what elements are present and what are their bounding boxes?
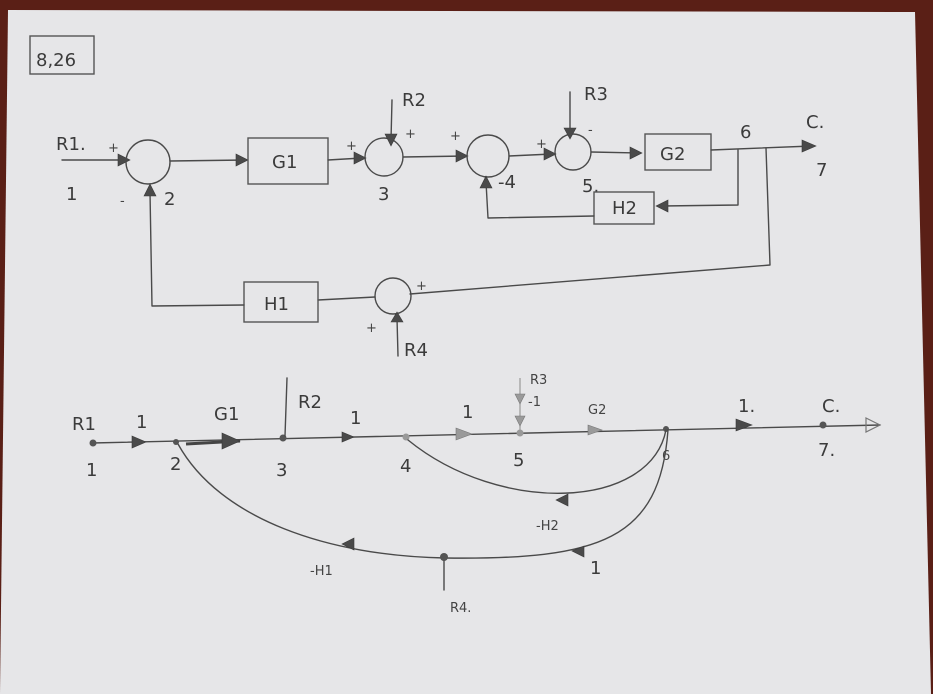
bd-sign-plus-1: +: [108, 141, 119, 156]
sfg-node-5: 5: [513, 450, 524, 471]
sfg-node-2: 2: [170, 454, 181, 475]
sfg-node-7: 7.: [818, 440, 835, 461]
sfg-node-1: 1: [86, 460, 97, 481]
sfg-arrow-r3: [514, 393, 526, 405]
sfg-arrow-45: [455, 427, 473, 441]
bd-input-r4: R4: [404, 340, 428, 361]
sfg-node-r4-dot: [440, 553, 448, 561]
sfg-gain-56: G2: [588, 403, 606, 418]
sfg-node-1-dot: [89, 439, 97, 447]
bd-block-h1: [243, 281, 319, 323]
bd-sign-plus-3a: +: [346, 139, 357, 154]
bd-block-h1-label: H1: [264, 294, 289, 315]
sfg-node-2-dot: [173, 439, 179, 445]
bd-summing-junction-1: [125, 139, 171, 185]
sfg-node-6: 6: [662, 449, 670, 464]
sfg-gain-64: -H2: [536, 519, 559, 534]
bd-block-h2: [593, 191, 655, 225]
block-diagram: R1. 1 + - 2 G1 + R2 + 3 + -4 +: [56, 84, 827, 361]
bd-input-r3: R3: [584, 84, 608, 105]
sfg-node-3: 3: [276, 460, 287, 481]
sfg-arrow-r3-2: [514, 415, 526, 427]
sfg-arrow-34: [341, 431, 355, 443]
sfg-arrow-56: [587, 424, 603, 436]
sfg-arrow-64: [555, 493, 569, 507]
sfg-node-4: 4: [400, 456, 411, 477]
bd-node-2: 2: [164, 189, 175, 210]
bd-input-r2: R2: [402, 90, 426, 111]
bd-block-g1: [247, 137, 329, 185]
bd-sign-plus-3b: +: [405, 127, 416, 142]
bd-input-r1: R1.: [56, 134, 86, 155]
bd-sign-plus-4: +: [450, 129, 461, 144]
sfg-gain-23: G1: [214, 404, 239, 425]
sfg-output-c: C.: [822, 396, 840, 417]
sfg-gain-r3: -1: [528, 395, 541, 410]
sfg-branch-64: [407, 429, 667, 494]
bd-node-4: -4: [498, 172, 516, 193]
sfg-input-r2: R2: [298, 392, 322, 413]
sfg-gain-45: 1: [462, 402, 473, 423]
sfg-gain-34: 1: [350, 408, 361, 429]
bd-node-1: 1: [66, 184, 77, 205]
paper-sheet: [0, 10, 931, 694]
bd-block-h2-label: H2: [612, 198, 637, 219]
bd-summing-junction-r4: [374, 277, 412, 315]
bd-node-3: 3: [378, 184, 389, 205]
bd-block-g2-label: G2: [660, 144, 685, 165]
sfg-gain-62: 1: [590, 558, 601, 579]
bd-sign-minus-5: -: [588, 123, 593, 138]
sfg-input-r3: R3: [530, 373, 547, 388]
problem-number: 8,26: [36, 50, 76, 71]
sfg-node-4-dot: [402, 433, 410, 441]
sfg-arrow-67: [735, 418, 753, 432]
sfg-gain-67: 1.: [738, 396, 755, 417]
sfg-gain-h1: -H1: [310, 564, 333, 579]
problem-label: 8,26: [29, 35, 95, 75]
bd-node-7: 7: [816, 160, 827, 181]
bd-block-g2: [644, 133, 712, 171]
signal-flow-graph: R1 1 2 3 4 5 6 7. C. 1 G1 1 1 G2 1. R2 R…: [72, 373, 882, 616]
bd-block-g1-label: G1: [272, 152, 297, 173]
sfg-gain-12: 1: [136, 412, 147, 433]
bd-sign-plus-5: +: [536, 137, 547, 152]
bd-output-c: C.: [806, 112, 824, 133]
sfg-node-7-dot: [819, 421, 827, 429]
sfg-input-r1: R1: [72, 414, 96, 435]
bd-node-6: 6: [740, 122, 751, 143]
bd-sign-plus-r4b: +: [366, 321, 377, 336]
bd-node-5: 5.: [582, 176, 599, 197]
sfg-arrow-h1: [341, 537, 355, 551]
sfg-arrow-12: [131, 435, 147, 449]
sfg-input-r4: R4.: [450, 601, 471, 616]
bd-sign-minus-1: -: [120, 194, 125, 209]
sfg-node-5-dot: [516, 429, 524, 437]
bd-sign-plus-r4a: +: [416, 279, 427, 294]
sfg-arrow-23: [221, 432, 241, 450]
sfg-arrow-62: [571, 545, 585, 558]
